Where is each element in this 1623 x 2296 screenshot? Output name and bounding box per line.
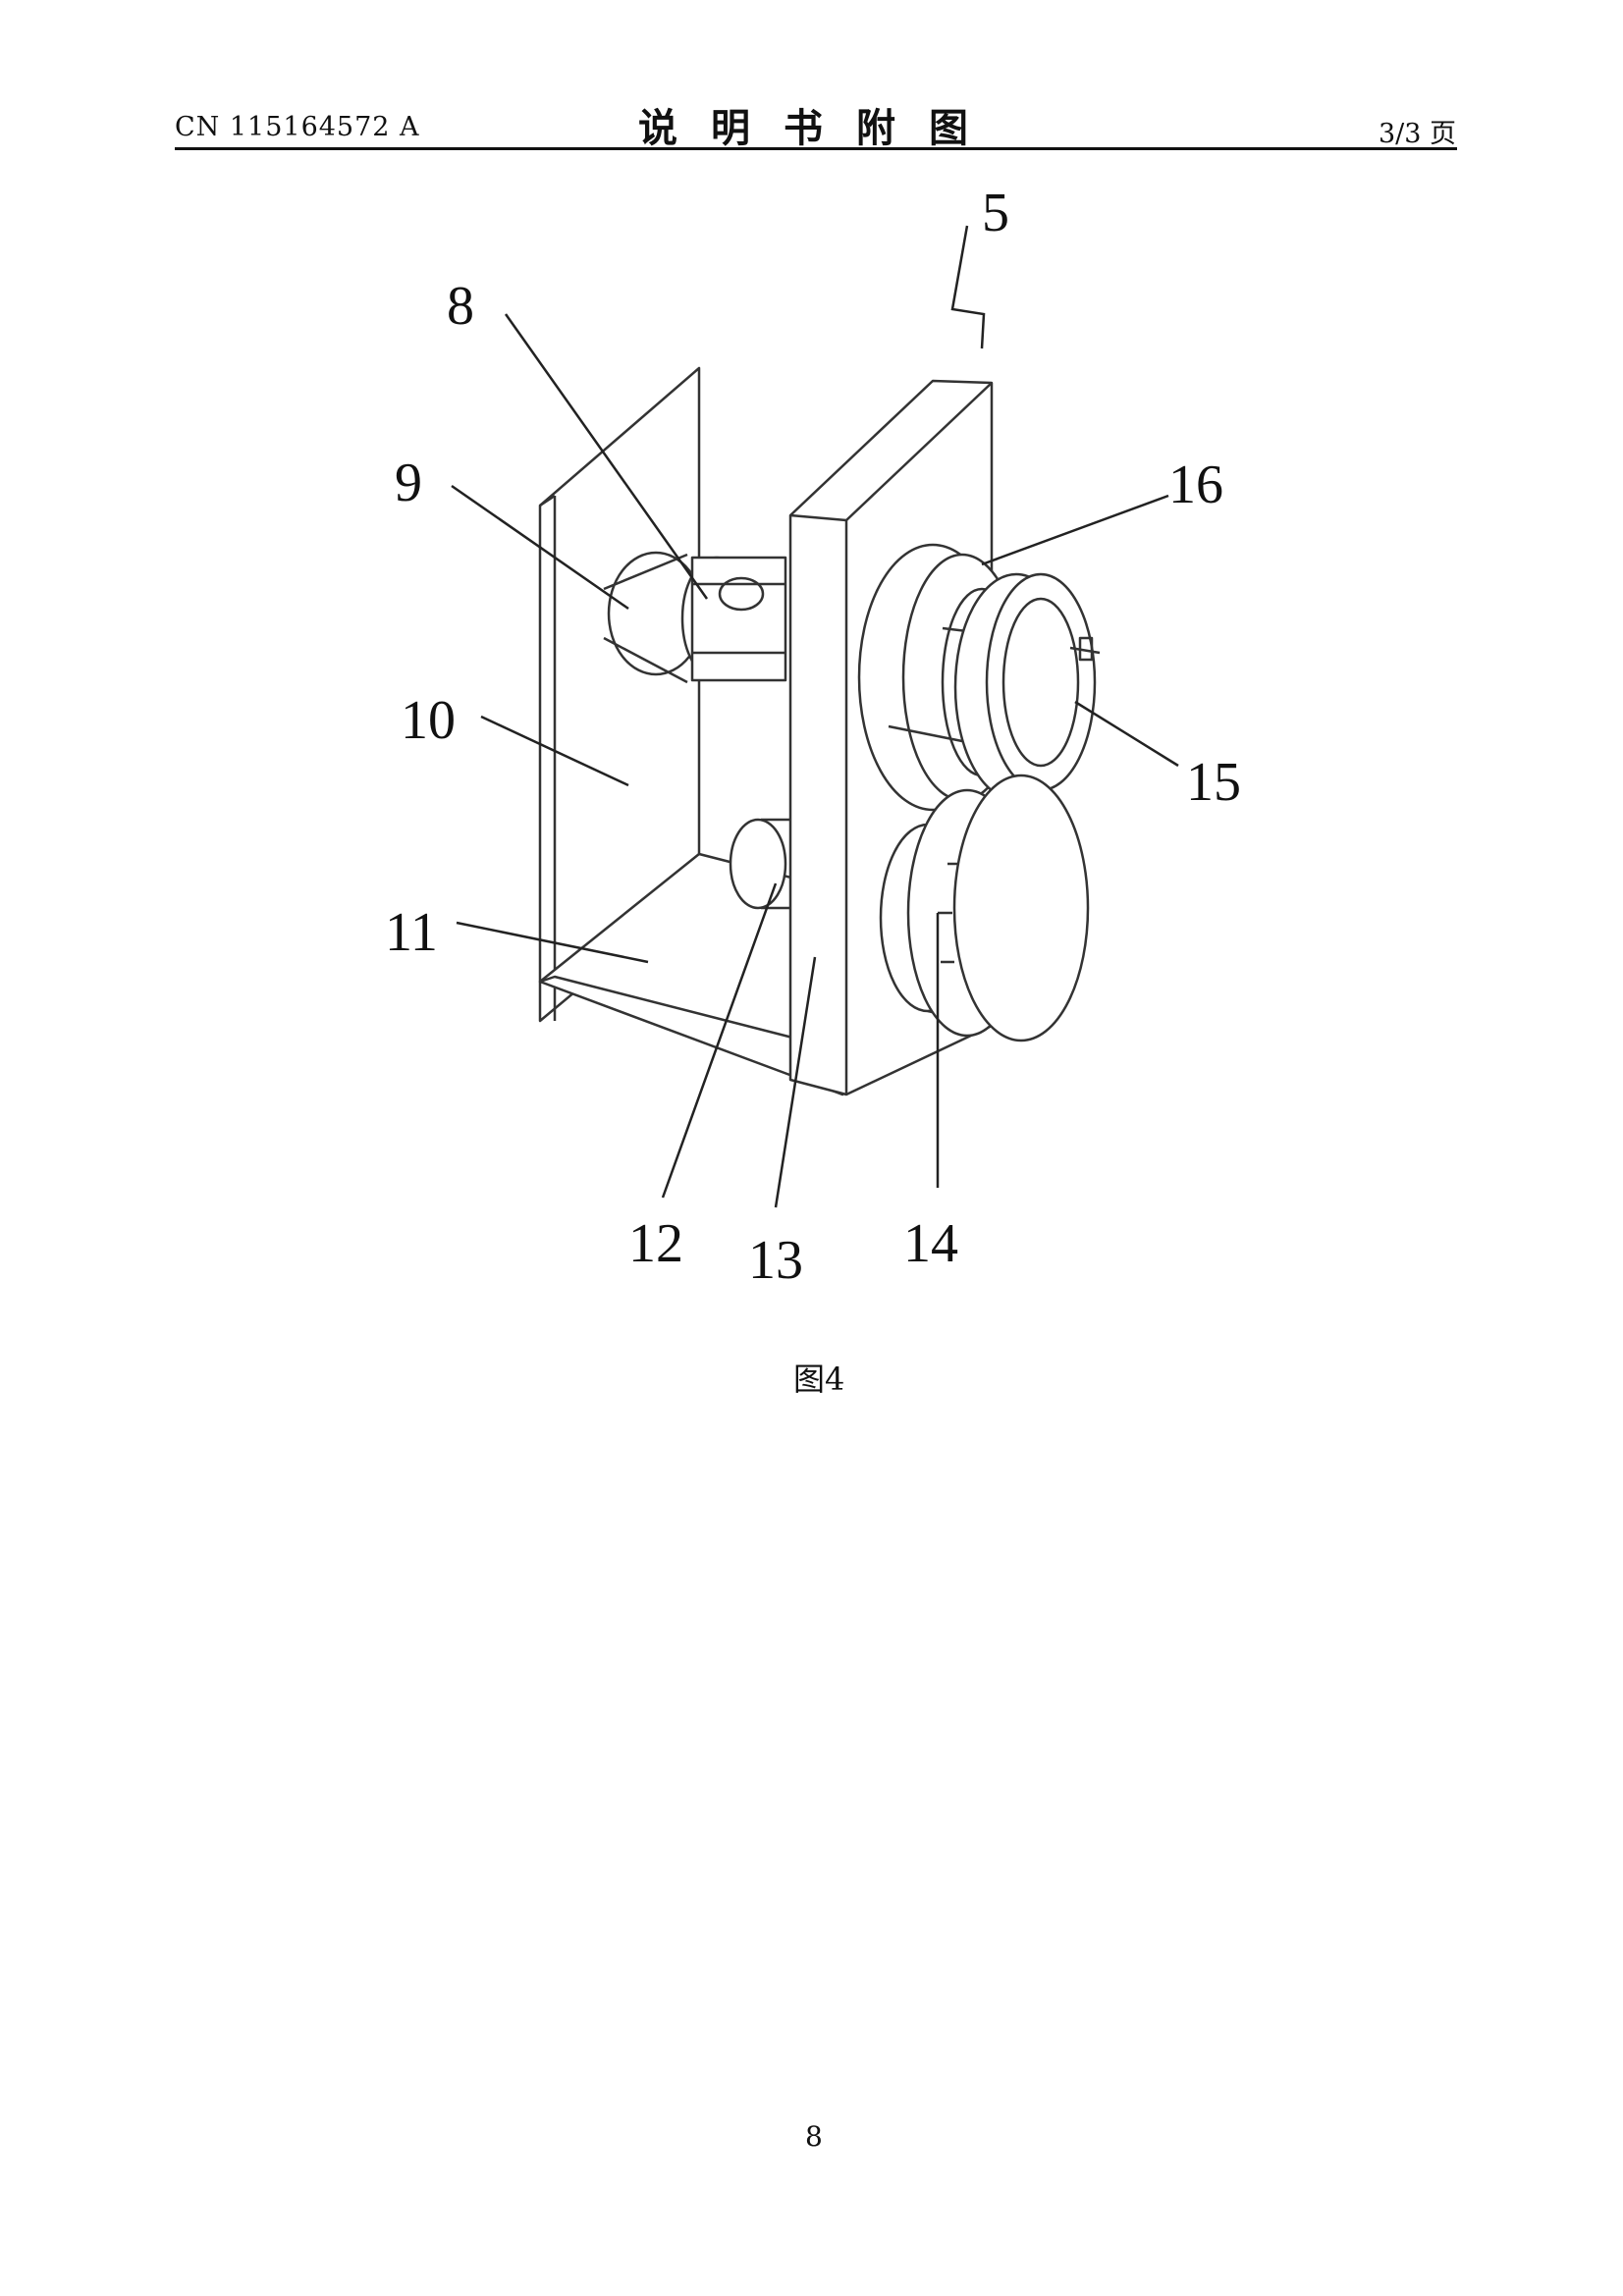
document-number: CN 115164572 A (175, 112, 420, 142)
callout-9: 9 (395, 453, 422, 513)
section-title: 说明书附图 (638, 106, 1001, 151)
callout-8: 8 (447, 276, 474, 337)
callout-10: 10 (401, 690, 456, 751)
callout-16: 16 (1168, 454, 1223, 515)
page-number: 8 (805, 2120, 823, 2153)
leader-9 (451, 484, 629, 611)
leader-15 (1074, 700, 1179, 768)
callout-13: 13 (748, 1230, 803, 1291)
callout-15: 15 (1186, 752, 1241, 813)
leader-12 (661, 882, 778, 1199)
page-counter: 3/3 页 (1378, 119, 1456, 149)
figure-caption: 图4 (793, 1361, 845, 1398)
leader-5 (950, 225, 986, 349)
leader-16 (981, 494, 1169, 566)
shaft-9 (603, 551, 787, 684)
callout-14: 14 (903, 1213, 958, 1274)
wheel-14 (879, 774, 1090, 1042)
leader-11 (456, 921, 649, 964)
header-rule (175, 147, 1457, 150)
leader-10 (480, 715, 629, 787)
gear-15 (953, 572, 1101, 802)
leader-13 (774, 956, 817, 1208)
callout-5: 5 (982, 183, 1009, 243)
callout-11: 11 (385, 902, 438, 963)
leader-8 (504, 313, 709, 600)
callout-12: 12 (628, 1213, 683, 1274)
